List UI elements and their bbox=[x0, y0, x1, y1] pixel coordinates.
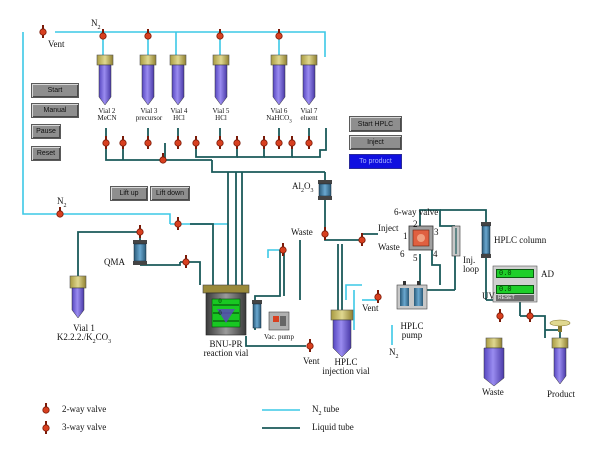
six-way-valve[interactable] bbox=[408, 225, 434, 251]
ad-label: AD bbox=[541, 269, 554, 279]
legend-liquid-tube-label: Liquid tube bbox=[312, 422, 354, 432]
vial-6[interactable] bbox=[270, 54, 288, 106]
manual-button[interactable]: Manual bbox=[31, 103, 79, 118]
product-vial bbox=[549, 319, 571, 385]
port-2-label: 2 bbox=[413, 219, 418, 229]
port-3-label: 3 bbox=[434, 227, 439, 237]
reset-button[interactable]: Reset bbox=[31, 146, 61, 161]
vial-2[interactable] bbox=[96, 54, 114, 106]
al2o3-label: Al2O3 bbox=[292, 181, 314, 194]
inject-button[interactable]: Inject bbox=[349, 135, 402, 150]
legend bbox=[42, 402, 300, 435]
waste-mid-label: Waste bbox=[291, 227, 313, 237]
uv-label: UV bbox=[482, 291, 495, 301]
vent-hplc-label: Vent bbox=[362, 303, 379, 313]
pause-button[interactable]: Pause bbox=[31, 124, 61, 139]
start-button[interactable]: Start bbox=[31, 83, 79, 98]
injection-loop bbox=[451, 225, 461, 257]
waste-bottom-label: Waste bbox=[482, 387, 504, 397]
waste-bottle bbox=[483, 337, 505, 387]
vial-5[interactable] bbox=[212, 54, 230, 106]
to-product-button[interactable]: To product bbox=[349, 154, 402, 169]
vacuum-pump[interactable] bbox=[252, 300, 290, 331]
port-1-label: 1 bbox=[403, 231, 408, 241]
uv-reset-button[interactable]: RESET bbox=[496, 295, 534, 301]
port-6-label: 6 bbox=[400, 249, 405, 259]
vial-3[interactable] bbox=[139, 54, 157, 106]
hplc-injection-vial[interactable] bbox=[330, 309, 354, 358]
vial-4[interactable] bbox=[169, 54, 187, 106]
vial-1[interactable] bbox=[69, 275, 87, 319]
qma-cartridge bbox=[133, 240, 147, 265]
legend-two-way-valve-icon bbox=[42, 402, 50, 414]
vent-top-label: Vent bbox=[48, 39, 65, 49]
n2-hplc-label: N2 bbox=[389, 347, 399, 360]
vac-pump-label: Vac. pump bbox=[264, 333, 294, 341]
legend-two-way-label: 2-way valve bbox=[62, 404, 107, 414]
port-4-label: 4 bbox=[433, 249, 438, 259]
reactor-temp-display: 0 bbox=[218, 298, 222, 305]
start-hplc-button[interactable]: Start HPLC bbox=[349, 116, 402, 132]
legend-three-way-label: 3-way valve bbox=[62, 422, 107, 432]
vent-reactor-label: Vent bbox=[303, 356, 320, 366]
reaction-vial[interactable] bbox=[202, 284, 250, 336]
n2-top-label: N2 bbox=[91, 18, 101, 31]
legend-three-way-valve-icon bbox=[42, 420, 50, 435]
reactor-pressure-display: 0 bbox=[218, 310, 222, 317]
inject-label: Inject bbox=[378, 223, 399, 233]
vial-7[interactable] bbox=[300, 54, 318, 106]
inj-loop-label: Inj.loop bbox=[463, 255, 480, 274]
uv-display: 0.0 bbox=[496, 285, 534, 294]
lift-down-button[interactable]: Lift down bbox=[150, 186, 190, 201]
al2o3-cartridge bbox=[318, 180, 332, 200]
legend-n2-tube-label: N2 tube bbox=[312, 404, 340, 417]
n2-mid-label: N2 bbox=[57, 196, 67, 209]
port-5-label: 5 bbox=[413, 253, 418, 263]
hplc-column bbox=[481, 222, 491, 258]
ad-display: 0.0 bbox=[496, 269, 534, 278]
reagent-vials bbox=[96, 54, 318, 106]
hplc-pump[interactable] bbox=[396, 281, 428, 310]
product-label: Product bbox=[547, 389, 575, 399]
six-way-valve-label: 6-way valve bbox=[394, 207, 439, 217]
qma-label: QMA bbox=[104, 257, 126, 267]
hplc-column-label: HPLC column bbox=[494, 235, 547, 245]
lift-up-button[interactable]: Lift up bbox=[110, 186, 148, 201]
waste-valve-label: Waste bbox=[378, 242, 400, 252]
